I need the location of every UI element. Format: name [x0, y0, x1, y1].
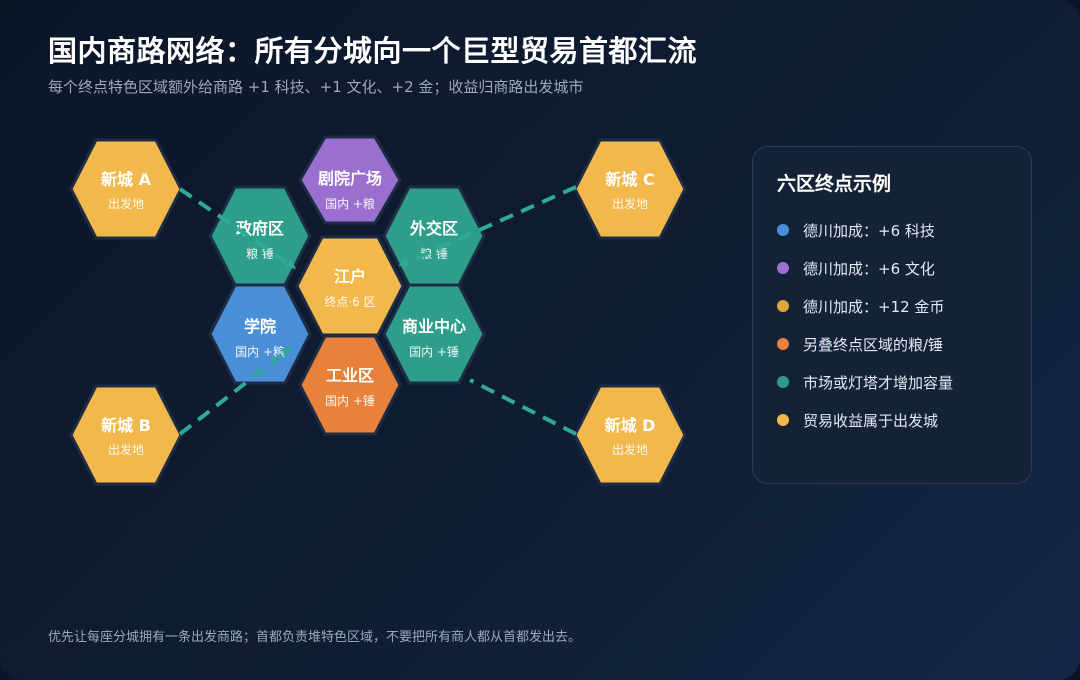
- district-industrial: 工业区 国内 +锤: [298, 334, 402, 436]
- origin-sub: 出发地: [108, 196, 144, 211]
- trade-routes: [178, 185, 577, 436]
- center-hex: [295, 235, 405, 337]
- legend-label: 贸易收益属于出发城: [803, 411, 939, 430]
- origin-city-d: 新城 D 出发地: [573, 384, 687, 486]
- district-title: 学院: [244, 317, 276, 336]
- district-campus: 学院 国内 +粮: [208, 283, 312, 385]
- legend-title: 六区终点示例: [777, 173, 892, 195]
- origin-city-c: 新城 C 出发地: [573, 138, 687, 240]
- legend-item: 贸易收益属于出发城: [777, 410, 938, 430]
- origin-hex: [573, 138, 687, 240]
- legend-label: 德川加成：+6 科技: [803, 221, 935, 240]
- legend-label: 德川加成：+12 金币: [803, 297, 945, 316]
- origin-hex: [69, 384, 183, 486]
- legend-dot: [777, 376, 789, 388]
- district-title: 政府区: [236, 219, 284, 238]
- district-hex: [208, 283, 312, 385]
- district-hex: [298, 334, 402, 436]
- center-sub: 终点·6 区: [324, 294, 375, 309]
- district-sub: 国内 +锤: [409, 344, 459, 359]
- district-title: 工业区: [326, 366, 374, 385]
- district-sub: 国内 +粮: [235, 344, 285, 359]
- legend-label: 德川加成：+6 文化: [803, 259, 935, 278]
- origin-sub: 出发地: [108, 442, 144, 457]
- legend-dot: [777, 262, 789, 274]
- origin-city-b: 新城 B 出发地: [69, 384, 183, 486]
- district-hex: [382, 283, 486, 385]
- origin-sub: 出发地: [612, 196, 648, 211]
- district-hex: [298, 135, 402, 225]
- district-title: 剧院广场: [318, 169, 382, 188]
- origin-city-a: 新城 A 出发地: [69, 138, 183, 240]
- center-hex-edo: 江户 终点·6 区: [295, 235, 405, 337]
- footer-note: 优先让每座分城拥有一条出发商路；首都负责堆特色区域，不要把所有商人都从首都发出去…: [48, 630, 582, 645]
- district-sub: 国内 +锤: [325, 393, 375, 408]
- district-title: 外交区: [409, 219, 458, 238]
- center-title: 江户: [334, 267, 366, 286]
- district-government: 政府区 粮 锤: [208, 185, 312, 287]
- legend-label: 另叠终点区域的粮/锤: [803, 335, 944, 354]
- route-d: [469, 378, 577, 436]
- route-c: [398, 185, 577, 267]
- district-sub: 粮 锤: [420, 246, 448, 261]
- legend-item: 德川加成：+6 文化: [777, 258, 935, 278]
- legend-item: 另叠终点区域的粮/锤: [777, 334, 943, 354]
- district-sub: 粮 锤: [246, 246, 274, 261]
- district-commercial: 商业中心 国内 +锤: [382, 283, 486, 385]
- origin-hex: [69, 138, 183, 240]
- origin-title: 新城 C: [605, 170, 654, 189]
- legend-dot: [777, 338, 789, 350]
- origin-title: 新城 B: [101, 416, 151, 435]
- legend-dot: [777, 224, 789, 236]
- page-subtitle: 每个终点特色区域额外给商路 +1 科技、+1 文化、+2 金；收益归商路出发城市: [48, 78, 584, 96]
- origin-hex: [573, 384, 687, 486]
- legend-item: 德川加成：+6 科技: [777, 220, 935, 240]
- district-theater: 剧院广场 国内 +粮: [298, 135, 402, 225]
- legend-dot: [777, 300, 789, 312]
- legend-item: 德川加成：+12 金币: [777, 296, 944, 316]
- legend-panel: 六区终点示例 德川加成：+6 科技 德川加成：+6 文化 德川加成：+12 金币…: [752, 146, 1032, 484]
- district-sub: 国内 +粮: [325, 196, 375, 211]
- origin-title: 新城 A: [101, 170, 152, 189]
- origin-title: 新城 D: [605, 416, 656, 435]
- origin-sub: 出发地: [612, 442, 648, 457]
- legend-label: 市场或灯塔才增加容量: [803, 373, 954, 392]
- legend-item: 市场或灯塔才增加容量: [777, 372, 953, 392]
- page-title: 国内商路网络：所有分城向一个巨型贸易首都汇流: [48, 34, 698, 68]
- legend-dot: [777, 414, 789, 426]
- district-title: 商业中心: [402, 317, 466, 336]
